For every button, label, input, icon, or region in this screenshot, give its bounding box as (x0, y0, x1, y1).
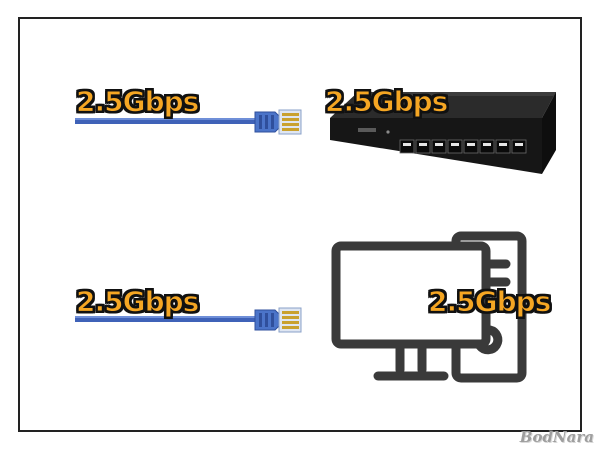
pc-speed-label: 2.5Gbps (427, 285, 551, 318)
diagram-frame (18, 17, 582, 432)
cable-bottom-speed-label: 2.5Gbps (75, 285, 199, 318)
desktop-computer-icon (331, 231, 527, 383)
cable-top-speed-label: 2.5Gbps (75, 85, 199, 118)
ethernet-cable-icon (75, 109, 302, 135)
watermark-logo: BodNara (519, 428, 594, 446)
ethernet-cable-icon (75, 307, 302, 333)
network-switch-icon (330, 92, 556, 174)
switch-speed-label: 2.5Gbps (324, 85, 448, 118)
